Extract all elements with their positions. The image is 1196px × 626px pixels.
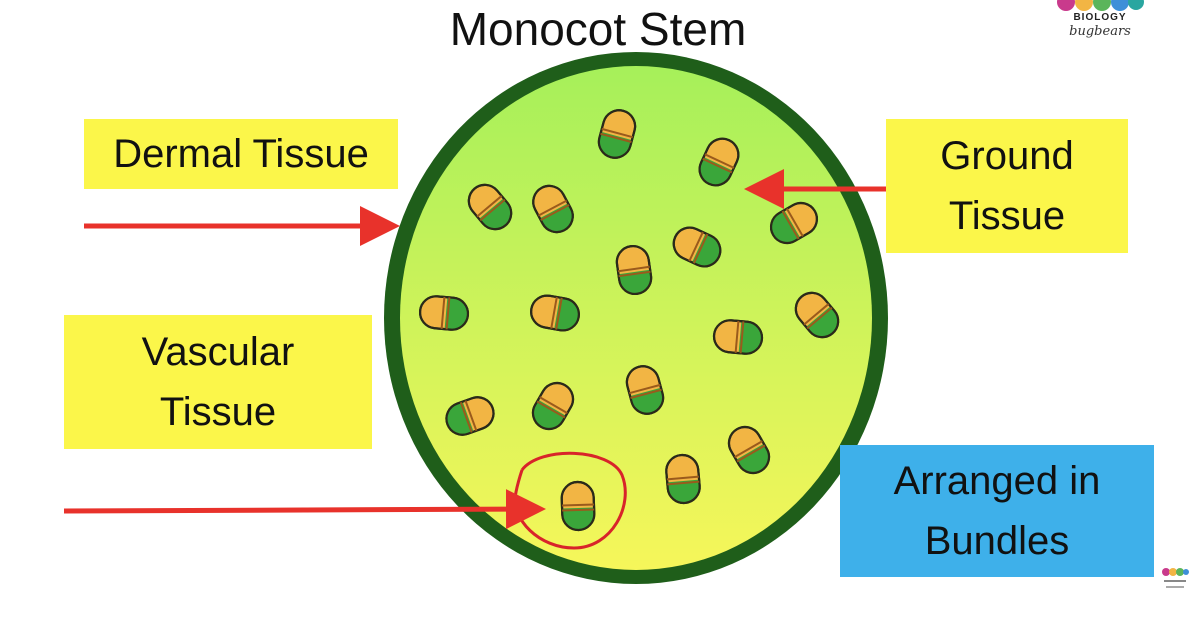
ground-tissue-line-2: Tissue [948, 194, 1066, 238]
vascular-bundle [711, 317, 765, 357]
vascular-bundle [560, 480, 596, 532]
biology-bugbears-logo: BIOLOGY bugbears [1050, 0, 1150, 50]
vascular-tissue-line-2: Tissue [159, 390, 277, 434]
bundles-line-2: Bundles [924, 519, 1070, 563]
ground-tissue-line-1: Ground [940, 134, 1074, 178]
logo-title: BIOLOGY [1073, 12, 1127, 23]
logo-icon [1057, 0, 1144, 11]
mini-logo-icon [1162, 568, 1189, 588]
vascular-tissue-label: Vascular Tissue [64, 315, 372, 449]
vascular-bundle [417, 293, 471, 333]
ground-tissue-label: Ground Tissue [886, 119, 1128, 253]
diagram-title: Monocot Stem [449, 3, 747, 55]
dermal-tissue-text: Dermal Tissue [113, 132, 369, 176]
arranged-in-bundles-label: Arranged in Bundles [840, 445, 1154, 577]
vascular-bundle [663, 452, 703, 506]
logo-subtitle: bugbears [1069, 24, 1131, 39]
dermal-tissue-label: Dermal Tissue [84, 119, 398, 189]
bundles-line-1: Arranged in [893, 459, 1101, 503]
vascular-arrow-icon [63, 489, 546, 530]
vascular-tissue-line-1: Vascular [141, 330, 295, 374]
